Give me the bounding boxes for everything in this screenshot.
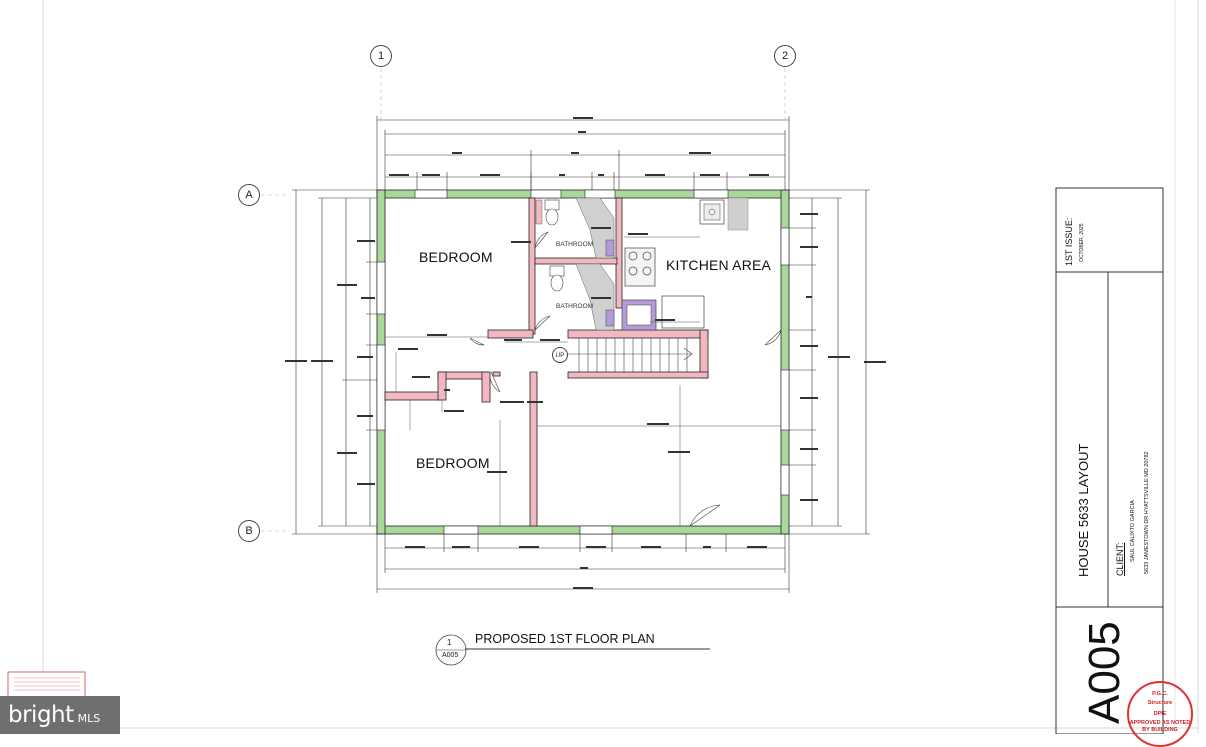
grid-bubble-a: A [238,184,260,206]
stamp-line-5: BY BUILDING [1142,727,1178,733]
interior-dimensions [385,236,781,526]
drawing-sheet-ref: A005 [442,652,459,659]
top-dimensions [376,116,790,190]
staircase [560,338,693,372]
drawing-number: 1 [447,638,452,647]
right-dimensions [785,189,870,535]
kitchen-fixtures [621,197,749,331]
client-address: 5633 JAMESTOWN DR HYATTSVILLE MD 20782 [1144,451,1150,574]
project-title: HOUSE 5633 LAYOUT [1076,443,1091,577]
stair-up-label: UP [552,347,568,363]
drawing-title: PROPOSED 1ST FLOOR PLAN [475,632,655,646]
stamp-line-2: Structure [1147,700,1173,706]
interior-walls [384,197,709,527]
client-name: SAUL CALIXTO GARCIA [1130,500,1136,562]
title-block-frame [1055,187,1164,734]
grid-bubble-1: 1 [370,45,392,67]
right-dimension-text-marks [800,213,886,501]
stamp-line-4: APPROVED AS NOTED [1129,720,1191,726]
grid-bubble-b: B [238,520,260,542]
room-label-bathroom-1: BATHROOM [556,241,594,248]
bright-mls-logo: bright MLS [0,696,120,734]
left-dimension-text-marks [285,240,375,485]
room-label-bedroom-bottom: BEDROOM [416,455,490,471]
bathroom-fixtures [535,197,615,331]
room-label-bedroom-top: BEDROOM [419,249,493,265]
bottom-dimensions [376,534,790,593]
room-label-bathroom-2: BATHROOM [556,303,594,310]
room-label-kitchen: KITCHEN AREA [666,257,772,273]
windows [376,189,790,535]
stamp-line-1: P.G.C. [1152,691,1168,697]
stamp-line-3: DPIE [1153,711,1167,717]
approval-stamp: P.G.C. Structure DPIE APPROVED AS NOTED … [1127,681,1193,747]
grid-bubble-2: 2 [774,45,796,67]
client-label: CLIENT: [1115,542,1125,576]
door-swings [469,231,782,527]
interior-dimension-text-marks [398,227,690,473]
top-dimension-text-marks [389,117,769,176]
issue-date: OCTOBER, 2025 [1079,223,1085,262]
bright-brand-text: bright [8,702,74,728]
bottom-dimension-text-marks [405,546,767,589]
mls-suffix-text: MLS [77,711,101,725]
sheet-number: A005 [1080,621,1129,724]
issue-label: 1ST ISSUE: [1064,217,1074,266]
approval-sheet-stamp [7,671,86,699]
